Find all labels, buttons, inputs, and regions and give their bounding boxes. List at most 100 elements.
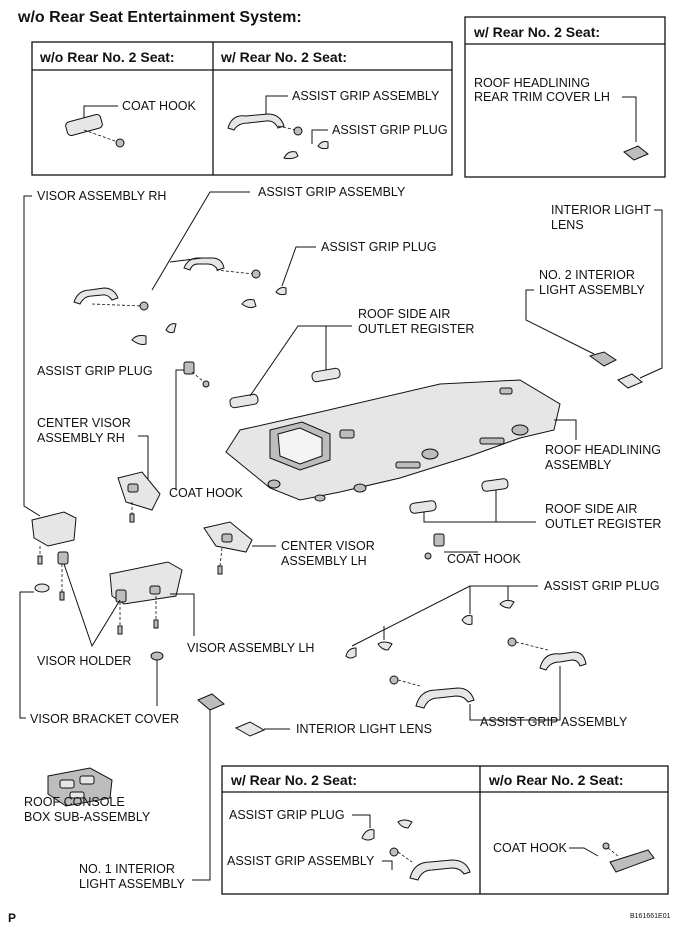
leader-assist-grip-top bbox=[265, 95, 288, 114]
bottom-option-box bbox=[221, 765, 669, 895]
leader-center-visor-rh bbox=[138, 435, 149, 490]
leader-assist-grip-plug-top bbox=[311, 129, 328, 144]
visor-bracket-cover-part bbox=[34, 583, 50, 593]
no1-interior-light-part bbox=[197, 693, 225, 711]
leader-assist-grip-main-2 bbox=[169, 257, 203, 263]
leader-coat-hook-mid bbox=[175, 369, 184, 490]
page-mark: P bbox=[8, 911, 16, 925]
coat-hook-part-bottom bbox=[602, 842, 655, 873]
roof-console-box-part bbox=[47, 767, 113, 807]
header-w-rear-no2-seat-right: w/ Rear No. 2 Seat: bbox=[473, 24, 600, 40]
header-w-rear-no2-seat-top: w/ Rear No. 2 Seat: bbox=[220, 49, 347, 65]
label-roof-headlining-rear-trim-1: ROOF HEADLINING bbox=[474, 76, 590, 90]
header-wo-rear-no2-seat-top: w/o Rear No. 2 Seat: bbox=[39, 49, 175, 65]
label-assist-grip-plug-main: ASSIST GRIP PLUG bbox=[321, 240, 437, 254]
coat-hook-part-top bbox=[65, 113, 125, 148]
top-right-option-box bbox=[464, 16, 666, 178]
no2-interior-light-part bbox=[588, 351, 643, 389]
visor-bracket-cover-part-2 bbox=[150, 651, 164, 661]
label-visor-assembly-lh: VISOR ASSEMBLY LH bbox=[187, 641, 314, 655]
label-visor-holder: VISOR HOLDER bbox=[37, 654, 131, 668]
rear-trim-cover-part bbox=[623, 145, 649, 161]
leader-assist-grip-right bbox=[469, 666, 561, 721]
leader-air-outlet-bottom-1 bbox=[423, 512, 536, 523]
label-center-visor-lh-2: ASSEMBLY LH bbox=[281, 554, 367, 568]
leader-assist-grip-plug-right-1 bbox=[351, 585, 538, 647]
visor-lh-part bbox=[109, 561, 183, 629]
label-roof-headlining-rear-trim-2: REAR TRIM COVER LH bbox=[474, 90, 610, 104]
leader-coat-hook-top bbox=[83, 105, 118, 118]
assist-grip-plug-part-left bbox=[131, 323, 177, 345]
roof-headlining-part bbox=[225, 379, 561, 502]
label-roof-headlining-assembly-1: ROOF HEADLINING bbox=[545, 443, 661, 457]
label-assist-grip-plug-left: ASSIST GRIP PLUG bbox=[37, 364, 153, 378]
leader-assist-grip-plug-bottom bbox=[352, 814, 371, 828]
leader-visor-holder bbox=[63, 563, 121, 648]
label-coat-hook-bottom: COAT HOOK bbox=[493, 841, 568, 855]
leader-interior-light-lens-top bbox=[639, 209, 663, 379]
label-assist-grip-plug-right: ASSIST GRIP PLUG bbox=[544, 579, 660, 593]
label-no2-interior-light-1: NO. 2 INTERIOR bbox=[539, 268, 635, 282]
label-roof-console-2: BOX SUB-ASSEMBLY bbox=[24, 810, 151, 824]
label-assist-grip-assembly-right: ASSIST GRIP ASSEMBLY bbox=[480, 715, 628, 729]
assist-grip-part-top bbox=[227, 113, 329, 160]
label-coat-hook-right: COAT HOOK bbox=[447, 552, 522, 566]
label-roof-headlining-assembly-2: ASSEMBLY bbox=[545, 458, 612, 472]
label-center-visor-rh-2: ASSEMBLY RH bbox=[37, 431, 125, 445]
roof-side-air-outlet-part-top bbox=[229, 367, 341, 409]
label-no1-interior-light-1: NO. 1 INTERIOR bbox=[79, 862, 175, 876]
leader-air-outlet-top-1 bbox=[249, 325, 352, 397]
label-assist-grip-plug-top: ASSIST GRIP PLUG bbox=[332, 123, 448, 137]
label-interior-light-lens-top-2: LENS bbox=[551, 218, 584, 232]
label-roof-side-air-outlet-top-1: ROOF SIDE AIR bbox=[358, 307, 450, 321]
visor-holder-part bbox=[57, 551, 127, 635]
leader-no1-interior-light bbox=[192, 710, 211, 881]
leader-coat-hook-bottom bbox=[569, 847, 599, 857]
label-assist-grip-assembly-top: ASSIST GRIP ASSEMBLY bbox=[292, 89, 440, 103]
label-center-visor-lh-1: CENTER VISOR bbox=[281, 539, 375, 553]
label-interior-light-lens-bottom: INTERIOR LIGHT LENS bbox=[296, 722, 432, 736]
leader-roof-headlining bbox=[554, 419, 577, 440]
center-visor-rh-part bbox=[117, 471, 161, 523]
interior-light-lens-part-bottom bbox=[234, 721, 266, 737]
leader-assist-grip-main-1 bbox=[151, 191, 250, 291]
label-interior-light-lens-top-1: INTERIOR LIGHT bbox=[551, 203, 651, 217]
label-visor-bracket-cover: VISOR BRACKET COVER bbox=[30, 712, 179, 726]
label-no1-interior-light-2: LIGHT ASSEMBLY bbox=[79, 877, 185, 891]
header-wo-rear-no2-seat-bottom: w/o Rear No. 2 Seat: bbox=[488, 772, 624, 788]
label-coat-hook-mid: COAT HOOK bbox=[169, 486, 244, 500]
figure-code: B161661E01 bbox=[630, 913, 671, 920]
assist-grip-part-right bbox=[389, 637, 587, 709]
header-w-rear-no2-seat-bottom: w/ Rear No. 2 Seat: bbox=[230, 772, 357, 788]
leader-assist-grip-plug-main bbox=[281, 246, 316, 287]
leader-no2-interior-light bbox=[525, 289, 595, 355]
label-roof-side-air-outlet-top-2: OUTLET REGISTER bbox=[358, 322, 474, 336]
roof-side-air-outlet-part-bottom bbox=[409, 478, 509, 514]
diagram-title: w/o Rear Seat Entertainment System: bbox=[17, 9, 302, 26]
label-coat-hook-top: COAT HOOK bbox=[122, 99, 197, 113]
label-assist-grip-plug-bottom: ASSIST GRIP PLUG bbox=[229, 808, 345, 822]
assist-grip-part-main bbox=[73, 257, 287, 311]
leader-visor-bracket-cover bbox=[19, 591, 34, 719]
assist-grip-plug-part-right bbox=[345, 599, 515, 659]
leader-visor-assembly-rh bbox=[23, 195, 41, 517]
visor-rh-part bbox=[31, 511, 77, 565]
leader-rear-trim-cover bbox=[622, 96, 637, 142]
label-assist-grip-assembly-bottom: ASSIST GRIP ASSEMBLY bbox=[227, 854, 375, 868]
leader-assist-grip-assembly-bottom bbox=[382, 860, 393, 870]
assist-grip-part-bottom bbox=[389, 847, 471, 881]
coat-hook-part-right bbox=[424, 533, 445, 560]
assist-grip-plug-part-bottom bbox=[361, 819, 413, 841]
label-center-visor-rh-1: CENTER VISOR bbox=[37, 416, 131, 430]
label-roof-side-air-outlet-bottom-2: OUTLET REGISTER bbox=[545, 517, 661, 531]
label-visor-assembly-rh: VISOR ASSEMBLY RH bbox=[37, 189, 166, 203]
label-roof-console-1: ROOF CONSOLE bbox=[24, 795, 125, 809]
coat-hook-part-mid bbox=[183, 361, 210, 388]
label-no2-interior-light-2: LIGHT ASSEMBLY bbox=[539, 283, 645, 297]
center-visor-lh-part bbox=[203, 521, 253, 575]
top-option-box bbox=[31, 41, 453, 176]
label-roof-side-air-outlet-bottom-1: ROOF SIDE AIR bbox=[545, 502, 637, 516]
leader-visor-assembly-lh bbox=[170, 593, 195, 636]
label-assist-grip-assembly-main: ASSIST GRIP ASSEMBLY bbox=[258, 185, 406, 199]
